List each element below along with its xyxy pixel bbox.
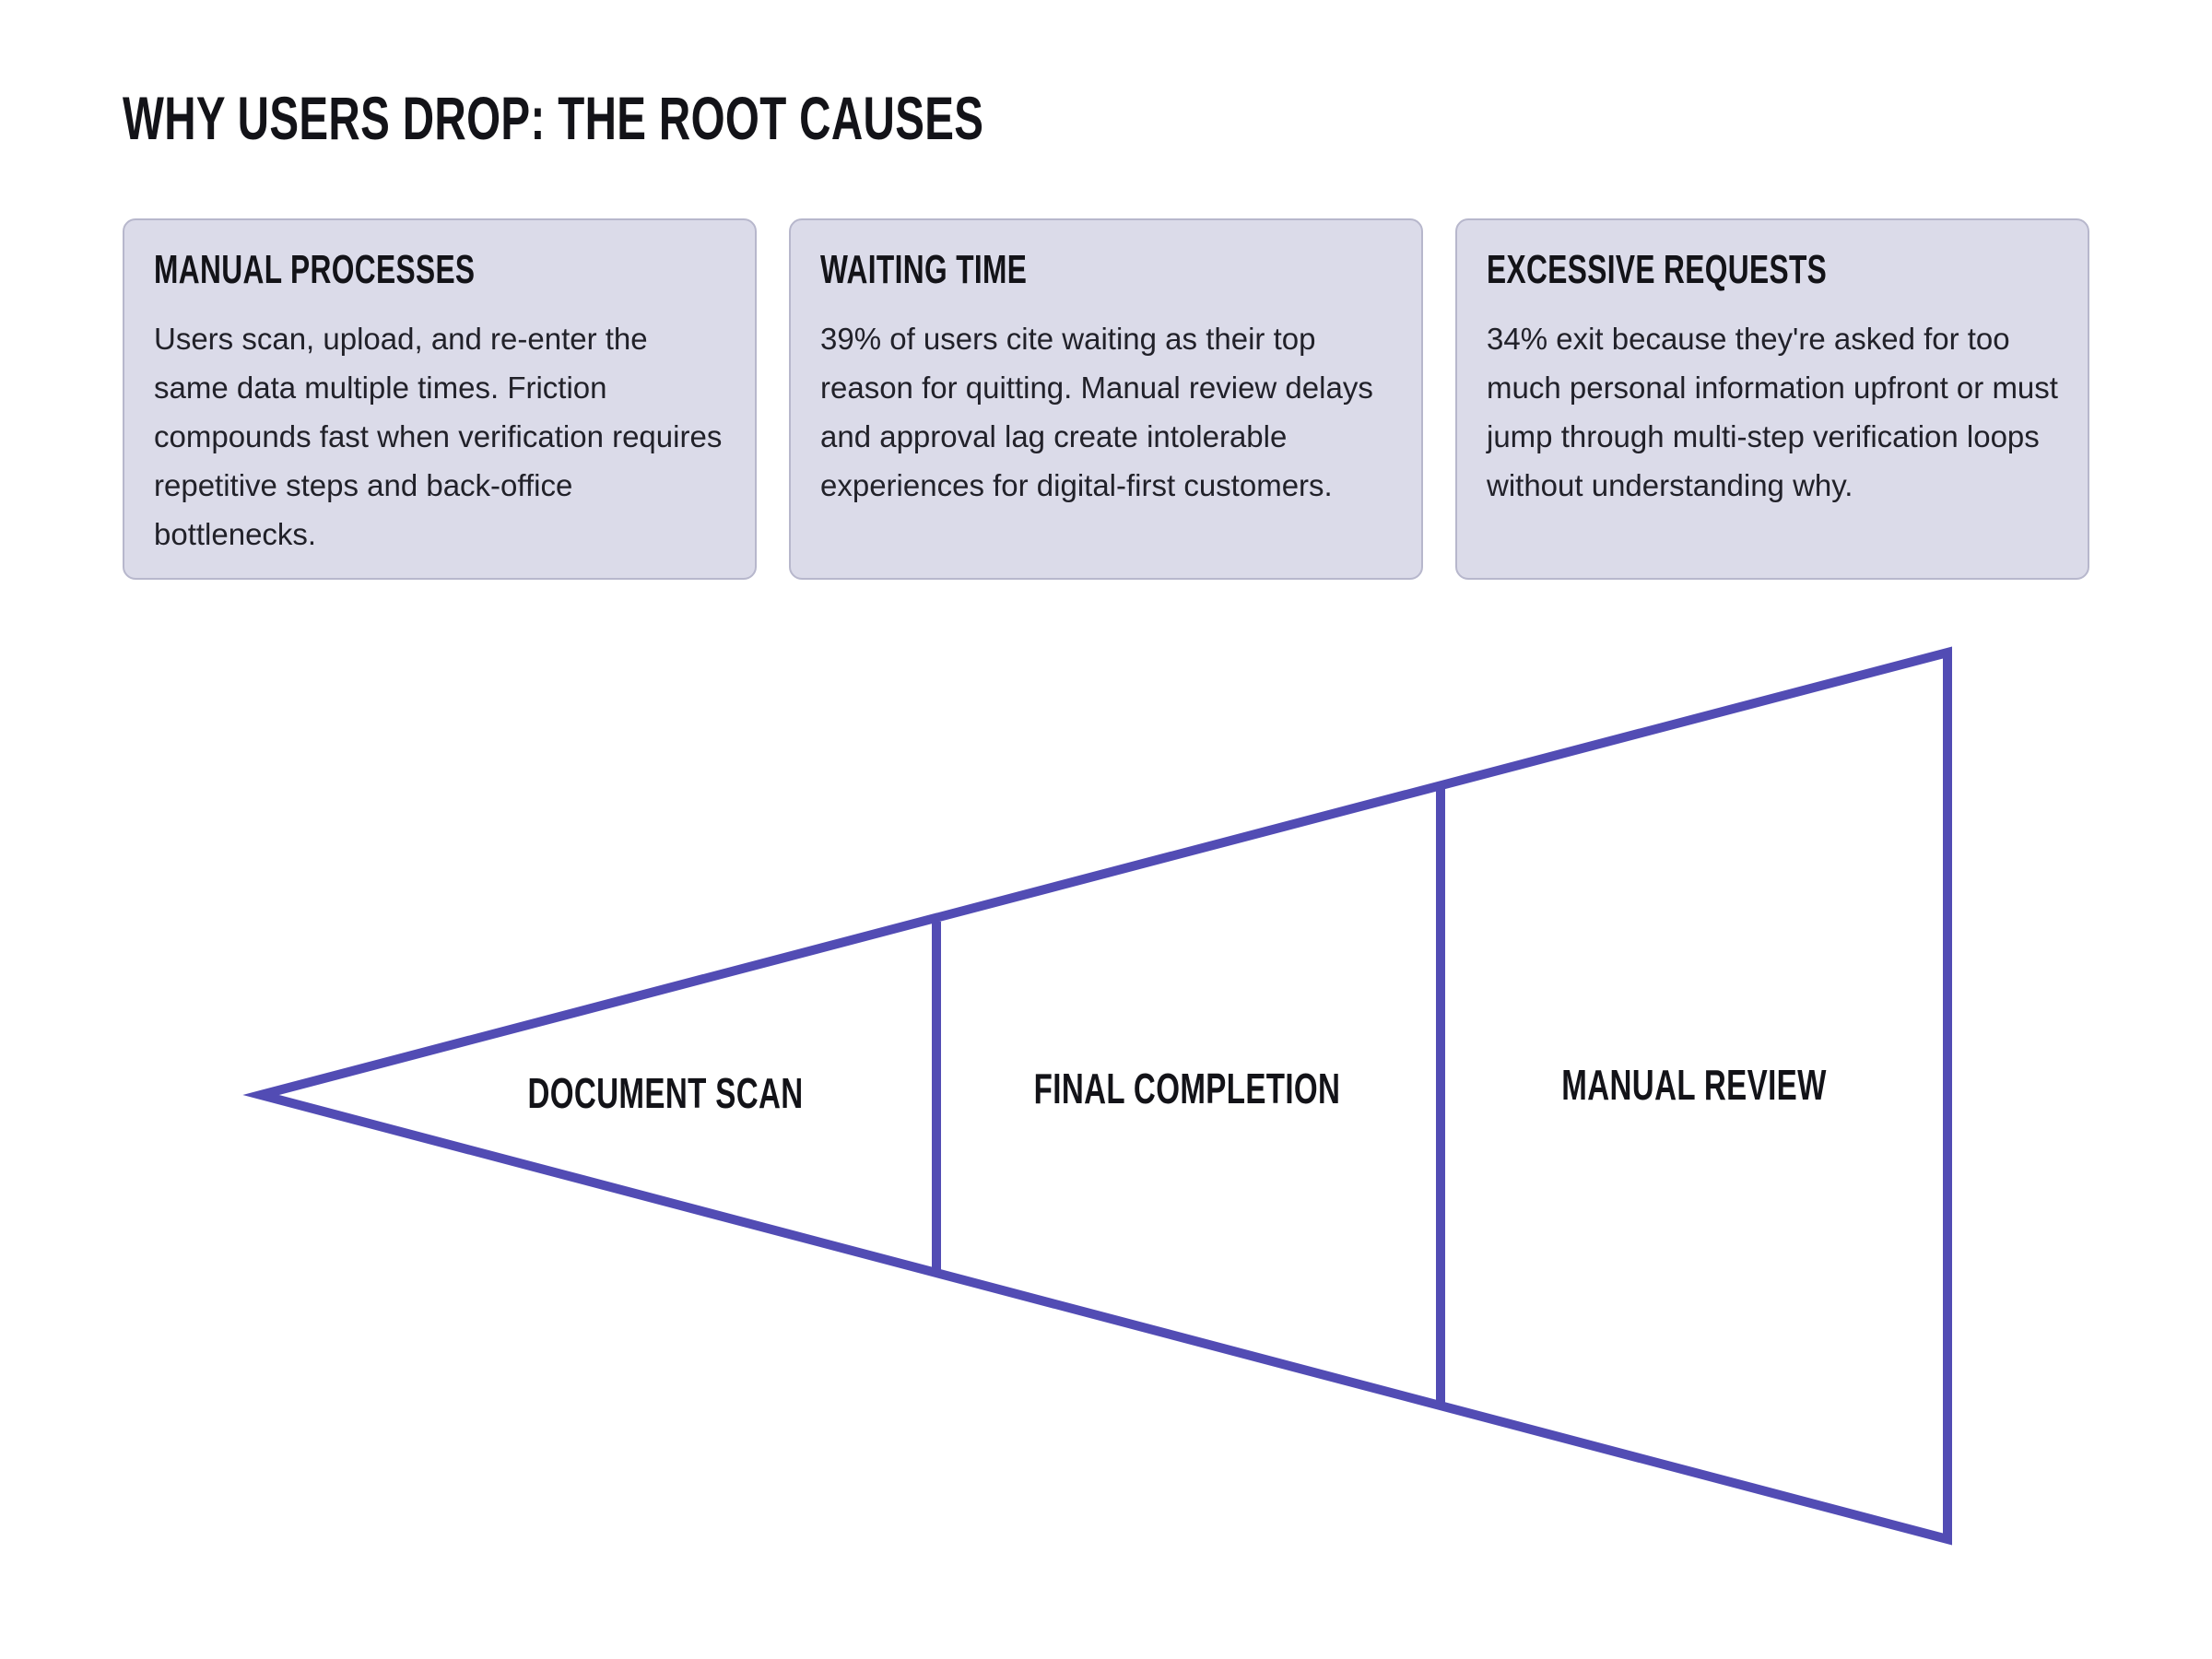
funnel-segment-final-completion: FINAL COMPLETION — [974, 1067, 1400, 1110]
card-manual-processes: MANUAL PROCESSES Users scan, upload, and… — [123, 218, 757, 580]
card-heading: EXCESSIVE REQUESTS — [1487, 246, 2058, 294]
root-cause-cards: MANUAL PROCESSES Users scan, upload, and… — [123, 218, 2089, 580]
card-body-text: 34% exit because they're asked for too m… — [1487, 321, 2058, 502]
card-heading: MANUAL PROCESSES — [154, 246, 725, 294]
funnel-segment-manual-review: MANUAL REVIEW — [1510, 1064, 1877, 1106]
card-body-text: Users scan, upload, and re-enter the sam… — [154, 321, 723, 551]
funnel-outline — [242, 646, 1952, 1546]
funnel-segment-label: DOCUMENT SCAN — [527, 1069, 804, 1117]
card-heading-text: EXCESSIVE REQUESTS — [1487, 247, 1828, 292]
card-heading-text: MANUAL PROCESSES — [154, 247, 476, 292]
card-body-text: 39% of users cite waiting as their top r… — [820, 321, 1373, 502]
funnel-segment-label: FINAL COMPLETION — [1033, 1065, 1341, 1112]
card-heading: WAITING TIME — [820, 246, 1392, 294]
page-title-text: WHY USERS DROP: THE ROOT CAUSES — [123, 84, 984, 152]
card-excessive-requests: EXCESSIVE REQUESTS 34% exit because they… — [1455, 218, 2089, 580]
funnel-segment-label: MANUAL REVIEW — [1561, 1061, 1827, 1109]
page-title: WHY USERS DROP: THE ROOT CAUSES — [123, 88, 1319, 148]
funnel-segment-document-scan: DOCUMENT SCAN — [474, 1072, 856, 1114]
card-heading-text: WAITING TIME — [820, 247, 1028, 292]
card-waiting-time: WAITING TIME 39% of users cite waiting a… — [789, 218, 1423, 580]
